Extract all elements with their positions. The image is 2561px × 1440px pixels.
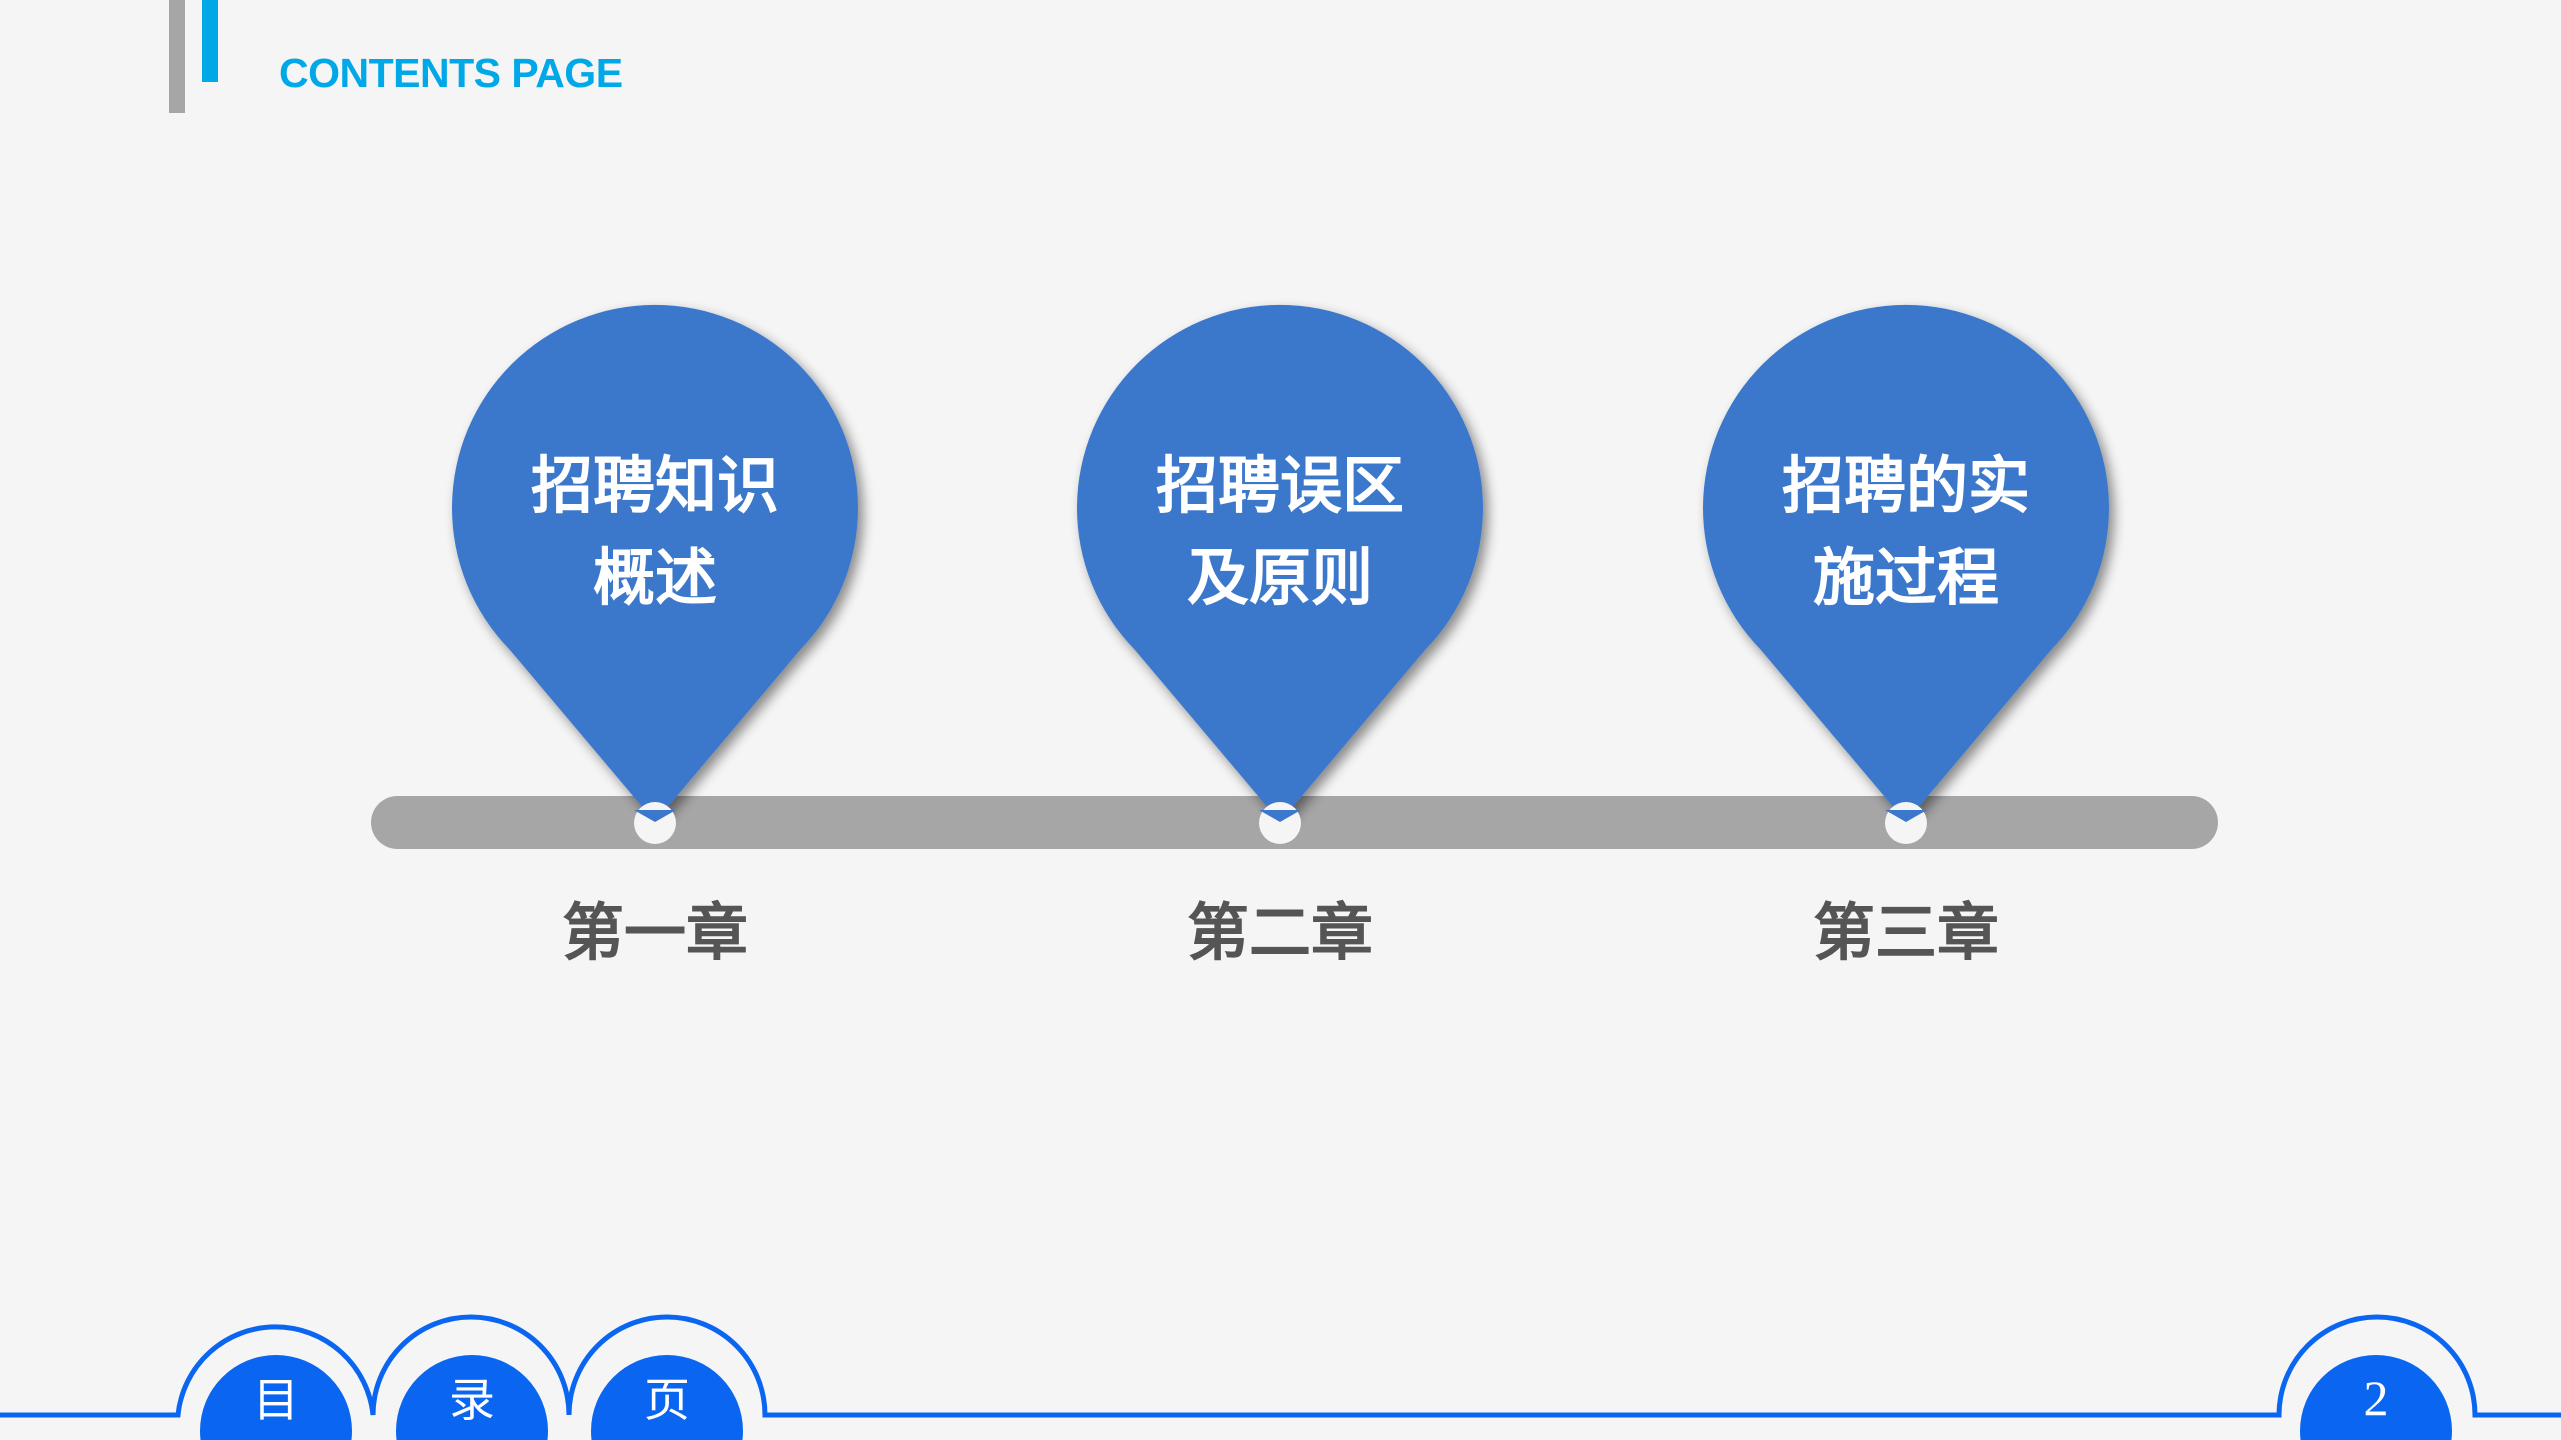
map-pin-icon bbox=[452, 304, 858, 844]
page-number: 2 bbox=[2363, 1370, 2389, 1426]
tab-circle-3 bbox=[591, 1355, 743, 1440]
pin-title-line1: 招聘的实 bbox=[1781, 449, 2030, 522]
tab-circle-2 bbox=[396, 1355, 548, 1440]
header-blue-bar bbox=[202, 0, 218, 82]
map-pin-icon bbox=[1703, 304, 2109, 844]
chapter-label-1[interactable]: 第一章 bbox=[561, 896, 748, 969]
page-circle bbox=[2300, 1355, 2452, 1440]
chapter-pin-2[interactable]: 招聘误区 及原则 bbox=[1070, 300, 1490, 860]
chapter-pin-1[interactable]: 招聘知识 概述 bbox=[445, 300, 865, 860]
pin-title-line2: 概述 bbox=[592, 541, 717, 614]
chapter-label-2[interactable]: 第二章 bbox=[1186, 896, 1373, 969]
tab-circle-1 bbox=[200, 1355, 352, 1440]
footer-tab-3[interactable]: 页 bbox=[644, 1373, 690, 1427]
chapter-label-3[interactable]: 第三章 bbox=[1812, 896, 1999, 969]
chapter-pin-3[interactable]: 招聘的实 施过程 bbox=[1696, 300, 2116, 860]
header-gray-bar bbox=[169, 0, 185, 113]
map-pin-icon bbox=[1077, 304, 1483, 844]
pin-title-line2: 施过程 bbox=[1812, 541, 1999, 614]
pin-title-line1: 招聘误区 bbox=[1155, 449, 1404, 522]
pin-title: 招聘知识 概述 bbox=[445, 440, 865, 624]
pin-title-line2: 及原则 bbox=[1186, 541, 1373, 614]
footer-tab-2[interactable]: 录 bbox=[449, 1373, 495, 1427]
page-title: CONTENTS PAGE bbox=[279, 50, 623, 96]
footer-decoration bbox=[0, 1314, 2561, 1440]
footer-tab-1[interactable]: 目 bbox=[253, 1373, 299, 1427]
pin-title: 招聘的实 施过程 bbox=[1696, 440, 2116, 624]
pin-title: 招聘误区 及原则 bbox=[1070, 440, 1490, 624]
pin-title-line1: 招聘知识 bbox=[530, 449, 779, 522]
